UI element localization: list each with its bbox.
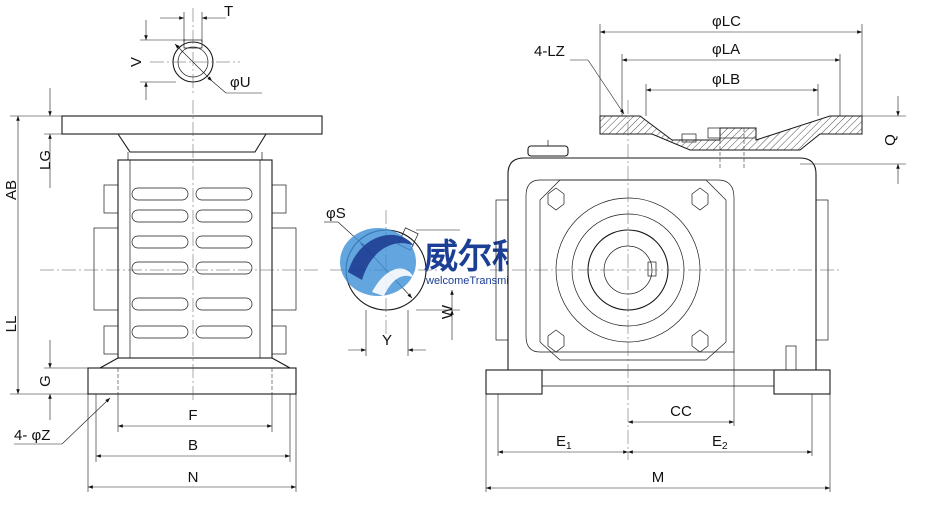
label-S: φS <box>326 205 346 222</box>
label-E2: E2 <box>712 433 728 452</box>
label-Z: 4- φZ <box>14 427 50 444</box>
label-CC: CC <box>670 403 692 420</box>
cooling-fins <box>131 187 253 339</box>
label-U: φU <box>230 74 251 91</box>
label-B: B <box>188 437 198 454</box>
label-LC: φLC <box>712 13 741 30</box>
logo-en-text: welcomeTransmission <box>425 275 534 287</box>
label-F: F <box>188 407 197 424</box>
label-Q: Q <box>882 134 899 146</box>
shaft-key-detail <box>140 8 262 100</box>
front-view-dimensions <box>485 24 906 492</box>
label-LL: LL <box>3 316 20 333</box>
company-logo <box>340 228 416 296</box>
cover-bolts <box>547 187 709 353</box>
label-LG: LG <box>37 150 54 170</box>
label-LB: φLB <box>712 71 740 88</box>
label-Y: Y <box>382 332 392 349</box>
label-N: N <box>188 469 199 486</box>
label-LA: φLA <box>712 41 740 58</box>
label-AB: AB <box>3 180 20 200</box>
label-G: G <box>37 375 54 387</box>
side-view <box>40 100 323 400</box>
label-LZ: 4-LZ <box>534 43 565 60</box>
front-view <box>485 100 863 460</box>
label-V: V <box>128 57 145 67</box>
label-E1: E1 <box>556 433 572 452</box>
label-W: W <box>439 304 456 319</box>
label-T: T <box>224 3 233 20</box>
label-M: M <box>652 469 665 486</box>
side-view-dimensions <box>10 88 297 492</box>
